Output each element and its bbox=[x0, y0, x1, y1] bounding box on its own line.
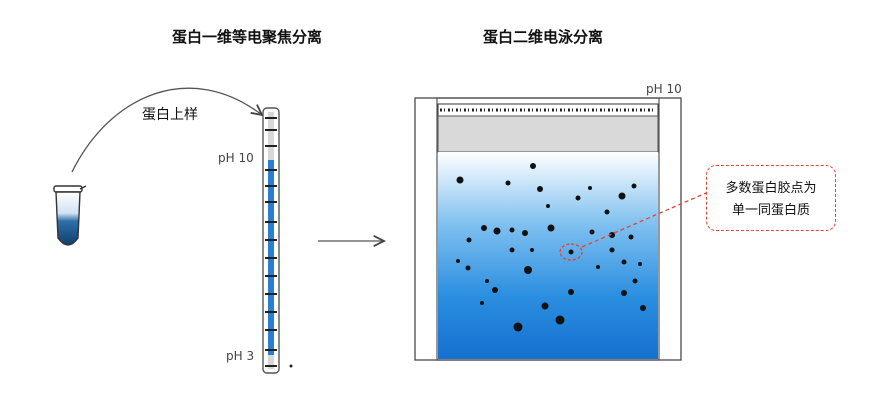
sample-loading-label: 蛋白上样 bbox=[142, 107, 198, 123]
strip-ph-bottom-label: pH 3 bbox=[226, 349, 255, 363]
2d-electrophoresis-title: 蛋白二维电泳分离 bbox=[483, 28, 604, 46]
loading-curve-arrow bbox=[71, 87, 262, 173]
ief-title: 蛋白一维等电聚焦分离 bbox=[172, 28, 323, 46]
gel-ph-label: pH 10 bbox=[646, 82, 682, 96]
callout-leader-line bbox=[581, 192, 707, 248]
callout-line-2: 单一同蛋白质 bbox=[731, 203, 810, 218]
callout-line-1: 多数蛋白胶点为 bbox=[725, 181, 817, 196]
spot-callout: 多数蛋白胶点为 单一同蛋白质 bbox=[706, 165, 836, 231]
strip-ph-top-label: pH 10 bbox=[218, 151, 254, 165]
ief-strip bbox=[262, 107, 293, 374]
protein-spots bbox=[456, 163, 646, 332]
sample-tube-icon bbox=[53, 185, 87, 246]
highlighted-spot-ring bbox=[559, 243, 583, 261]
gel-frame bbox=[414, 97, 682, 361]
